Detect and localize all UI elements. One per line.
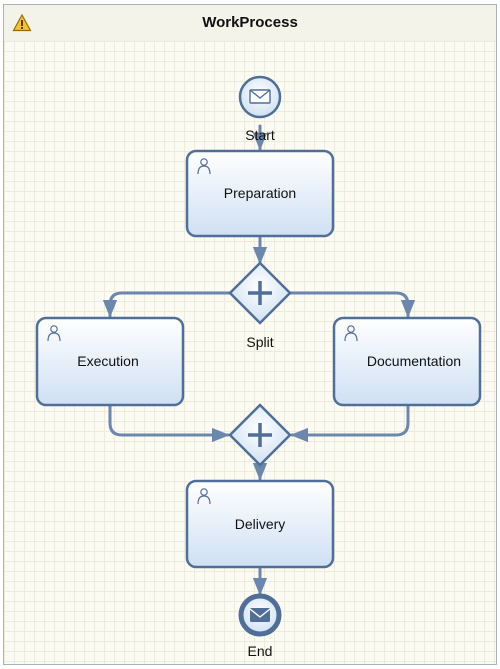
diagram-title: WorkProcess: [202, 14, 298, 31]
process-diagram-window: WorkProcess: [3, 4, 497, 665]
start-event[interactable]: [238, 75, 282, 119]
task-preparation[interactable]: Preparation: [185, 149, 335, 238]
gateway-join[interactable]: [228, 403, 292, 467]
flow-split-to-documentation[interactable]: [288, 291, 416, 318]
flow-split-to-execution[interactable]: [102, 291, 232, 318]
gateway-split-label: Split: [246, 334, 273, 350]
user-icon: [344, 325, 358, 342]
envelope-icon: [249, 608, 271, 622]
end-event[interactable]: [238, 593, 282, 637]
flow-execution-to-join[interactable]: [108, 404, 230, 443]
user-icon: [47, 325, 61, 342]
envelope-icon: [249, 89, 271, 104]
task-documentation-label: Documentation: [367, 353, 461, 369]
task-delivery[interactable]: Delivery: [185, 479, 335, 569]
task-execution-label: Execution: [77, 353, 138, 369]
diagram-canvas: Start Preparation Split: [4, 41, 496, 664]
workflow-diagram: Start Preparation Split: [35, 75, 482, 659]
task-delivery-label: Delivery: [235, 516, 286, 532]
start-label: Start: [245, 127, 275, 143]
user-icon: [197, 158, 211, 175]
task-preparation-label: Preparation: [224, 185, 296, 201]
end-label: End: [248, 643, 273, 659]
plus-icon: [248, 423, 272, 447]
user-icon: [197, 488, 211, 505]
gateway-split[interactable]: [228, 261, 292, 325]
task-documentation[interactable]: Documentation: [332, 316, 482, 407]
plus-icon: [248, 281, 272, 305]
diagram-header: WorkProcess: [4, 5, 496, 42]
task-execution[interactable]: Execution: [35, 316, 185, 407]
flow-documentation-to-join[interactable]: [290, 404, 410, 443]
warning-icon[interactable]: [12, 13, 32, 33]
